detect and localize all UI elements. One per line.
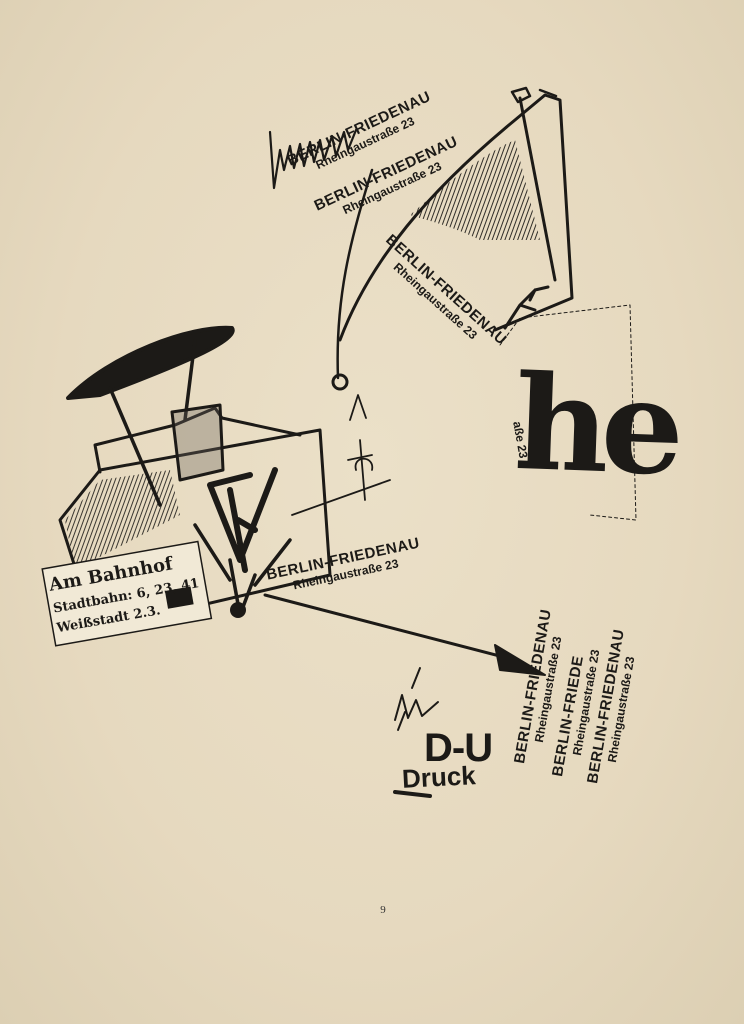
du-underline xyxy=(393,790,432,798)
boat-flag xyxy=(510,86,558,104)
hook-line xyxy=(336,168,374,380)
clipping-plate xyxy=(41,540,213,647)
arrow-line xyxy=(263,593,517,662)
zigzag-scribble xyxy=(268,128,358,190)
pen-signature xyxy=(394,667,439,731)
clipping-plate-block xyxy=(164,586,194,609)
clipping-edge xyxy=(499,304,637,521)
v-figure xyxy=(207,467,278,573)
arrow-head xyxy=(494,644,546,676)
big-letters-he: he xyxy=(512,346,681,505)
boat-mast xyxy=(518,96,557,282)
v-figure-base xyxy=(230,602,246,618)
box-shading xyxy=(65,470,180,570)
cross-scribble xyxy=(291,394,391,516)
du-subheading: Druck xyxy=(401,762,477,792)
small-figure xyxy=(503,285,550,330)
page-number: 9 xyxy=(380,904,386,916)
box-chimney xyxy=(170,403,225,482)
hook-end-ring xyxy=(331,373,349,391)
du-heading: D-U xyxy=(424,726,493,770)
box-top xyxy=(93,406,302,474)
sail-shading xyxy=(410,140,540,240)
hat-brim xyxy=(66,325,235,400)
